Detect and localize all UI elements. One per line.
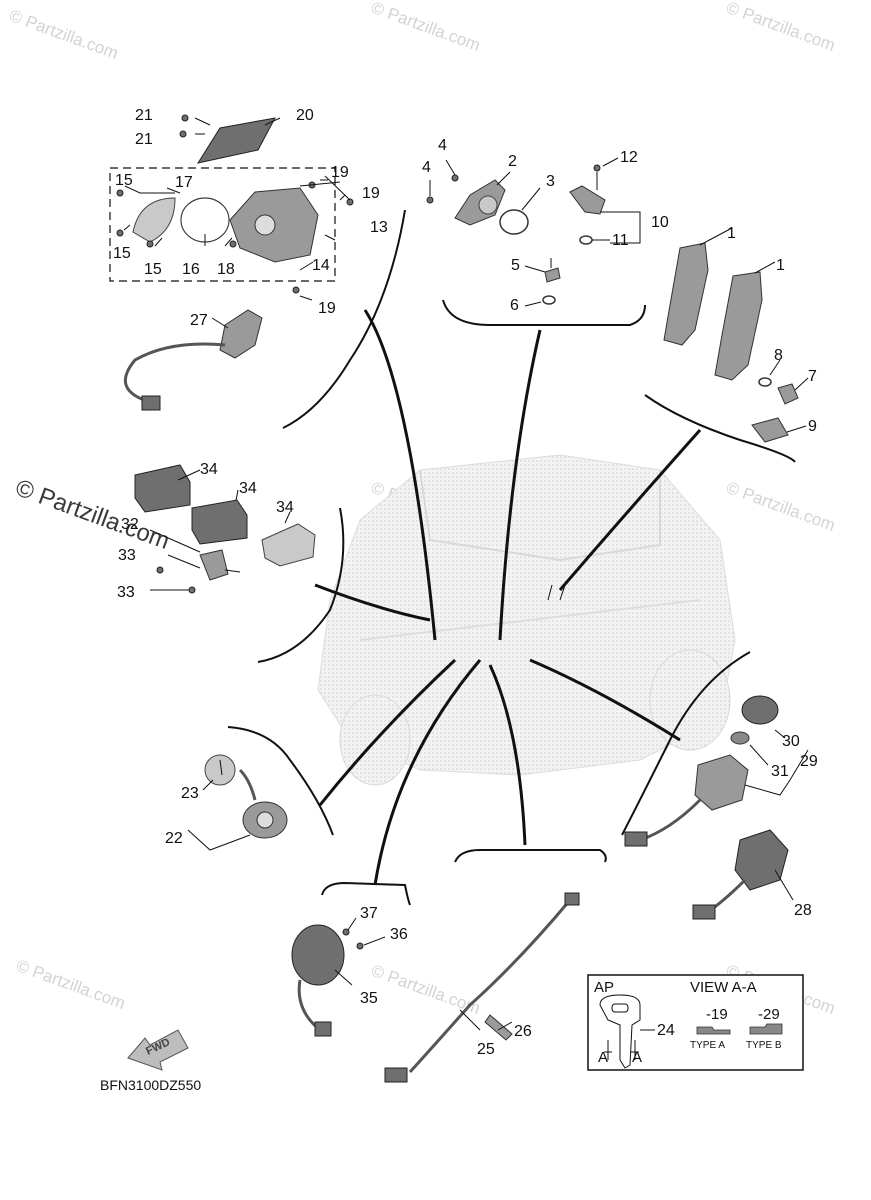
watermark: © Partzilla.com [7, 6, 121, 63]
part-group-34 [134, 464, 316, 594]
callout-34: 34 [239, 480, 257, 497]
callout-34: 34 [200, 461, 218, 478]
diagram-code: BFN3100DZ550 [100, 1077, 201, 1093]
type-b-label: TYPE B [746, 1040, 782, 1051]
callout-28: 28 [794, 902, 812, 919]
callout-15: 15 [113, 245, 131, 262]
callout-31: 31 [771, 763, 789, 780]
callout-3: 3 [546, 173, 555, 190]
part-group-25 [384, 892, 580, 1083]
callout-16: 16 [182, 261, 200, 278]
callout-18: 18 [217, 261, 235, 278]
callout-26: 26 [514, 1023, 532, 1040]
section-a-right: A [632, 1049, 642, 1066]
fwd-arrow: FWD [127, 1029, 189, 1071]
callout-1: 1 [776, 257, 785, 274]
callout-23: 23 [181, 785, 199, 802]
part-group-lamp-assembly [109, 114, 354, 301]
callout-25: 25 [477, 1041, 495, 1058]
part-group-ignition [569, 157, 809, 443]
watermark: © Partzilla.com [724, 0, 838, 55]
callout-4: 4 [438, 137, 447, 154]
callout-29: 29 [800, 753, 818, 770]
callout-6: 6 [510, 297, 519, 314]
callout-22: 22 [165, 830, 183, 847]
callout-19: 19 [362, 185, 380, 202]
part-group-35 [291, 917, 386, 1037]
ap-label: AP [594, 979, 614, 996]
callout-7: 7 [808, 368, 817, 385]
callout-36: 36 [390, 926, 408, 943]
callout-15: 15 [115, 172, 133, 189]
callout-14: 14 [312, 257, 330, 274]
watermark: © Partzilla.com [724, 478, 838, 535]
callout-19: 19 [331, 164, 349, 181]
callout-32: 32 [121, 516, 139, 533]
group-brackets [227, 209, 796, 906]
callout-24: 24 [657, 1022, 675, 1039]
variant-b-number: -29 [758, 1006, 780, 1023]
callout-2: 2 [508, 153, 517, 170]
callout-11: 11 [612, 232, 629, 249]
part-group-29 [624, 695, 809, 847]
callout-33: 33 [117, 584, 135, 601]
watermark: © Partzilla.com [14, 956, 128, 1013]
callout-20: 20 [296, 107, 314, 124]
callout-19: 19 [318, 300, 336, 317]
callout-13: 13 [370, 219, 388, 236]
callout-33: 33 [118, 547, 136, 564]
part-group-22 [187, 754, 288, 851]
callout-10: 10 [651, 214, 669, 231]
view-aa-box: AP VIEW A-A -19 -29 A A 24 TYPE A TYPE B [587, 974, 804, 1071]
harness-leads [314, 309, 702, 886]
callout-37: 37 [360, 905, 378, 922]
callout-34: 34 [276, 499, 294, 516]
callout-27: 27 [190, 312, 208, 329]
view-title: VIEW A-A [690, 979, 757, 996]
callout-17: 17 [175, 174, 193, 191]
callout-5: 5 [511, 257, 520, 274]
callout-15: 15 [144, 261, 162, 278]
callout-8: 8 [774, 347, 783, 364]
part-28-assembly [692, 829, 794, 920]
callout-12: 12 [620, 149, 638, 166]
variant-a-number: -19 [706, 1006, 728, 1023]
section-a-left: A [598, 1049, 608, 1066]
watermark: © Partzilla.com [369, 0, 483, 55]
type-a-label: TYPE A [690, 1040, 725, 1051]
part-27-assembly [124, 309, 263, 411]
part-group-sensors [426, 159, 561, 307]
callout-35: 35 [360, 990, 378, 1007]
callout-21: 21 [135, 107, 153, 124]
callout-9: 9 [808, 418, 817, 435]
callout-numbers: 1 1 2 3 4 4 5 6 7 8 9 10 11 12 13 14 15 … [113, 107, 818, 1058]
callout-1: 1 [727, 225, 736, 242]
callout-4: 4 [422, 159, 431, 176]
callout-30: 30 [782, 733, 800, 750]
callout-21: 21 [135, 131, 153, 148]
